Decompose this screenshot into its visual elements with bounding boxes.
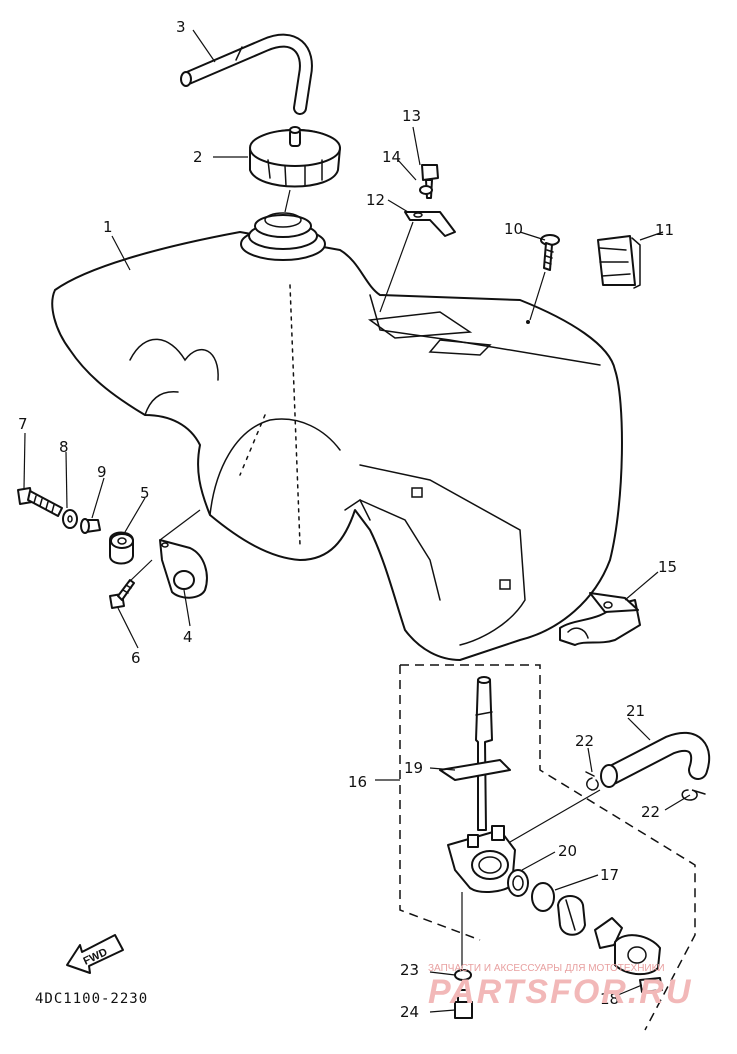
callout-16: 16	[348, 773, 367, 791]
callout-5: 5	[140, 484, 150, 502]
part-code: 4DC1100-2230	[35, 991, 148, 1007]
fwd-arrow-icon: FWD	[66, 934, 124, 974]
callout-22a: 22	[575, 732, 594, 750]
callout-15: 15	[658, 558, 677, 576]
clip-11	[597, 235, 641, 289]
washer-8	[62, 509, 78, 529]
callout-4: 4	[183, 628, 193, 646]
callout-1: 1	[103, 218, 113, 236]
fuel-cap	[249, 126, 341, 188]
callout-6: 6	[131, 649, 141, 667]
watermark-tagline: ЗАПЧАСТИ И АКСЕССУАРЫ ДЛЯ МОТОТЕХНИКИ	[428, 963, 665, 974]
callout-17: 17	[600, 866, 619, 884]
callout-21: 21	[626, 702, 645, 720]
watermark: ЗАПЧАСТИ И АКСЕССУАРЫ ДЛЯ МОТОТЕХНИКИ PA…	[428, 963, 692, 1011]
breather-hose	[180, 33, 313, 115]
callout-8: 8	[59, 438, 69, 456]
callout-labels: 1 2 3 4 5 6 7 8 9 10 11 12 13 14 15 16 1…	[18, 18, 677, 1021]
callout-18: 18	[600, 990, 619, 1008]
callout-13: 13	[402, 107, 421, 125]
collar-9	[80, 518, 101, 534]
callout-23: 23	[400, 961, 419, 979]
screw-10	[540, 234, 560, 271]
fuel-cock-assembly	[375, 664, 711, 1031]
damper-5	[109, 531, 134, 565]
fuel-tank	[51, 212, 623, 661]
bracket-12	[404, 211, 456, 237]
bolt-6	[109, 579, 135, 609]
callout-11: 11	[655, 221, 674, 239]
leader-lines	[23, 29, 691, 1013]
callout-9: 9	[97, 463, 107, 481]
watermark-logo: PARTSFOR.RU	[428, 973, 692, 1011]
bolt-7	[17, 487, 63, 517]
callout-12: 12	[366, 191, 385, 209]
callout-24: 24	[400, 1003, 419, 1021]
bracket-15	[559, 592, 641, 646]
callout-20: 20	[558, 842, 577, 860]
callout-10: 10	[504, 220, 523, 238]
callout-19: 19	[404, 759, 423, 777]
bracket-4	[159, 539, 208, 599]
washer-14	[419, 185, 433, 195]
callout-2: 2	[193, 148, 203, 166]
callout-3: 3	[176, 18, 186, 36]
callout-7: 7	[18, 415, 28, 433]
callout-14: 14	[382, 148, 401, 166]
callout-22b: 22	[641, 803, 660, 821]
